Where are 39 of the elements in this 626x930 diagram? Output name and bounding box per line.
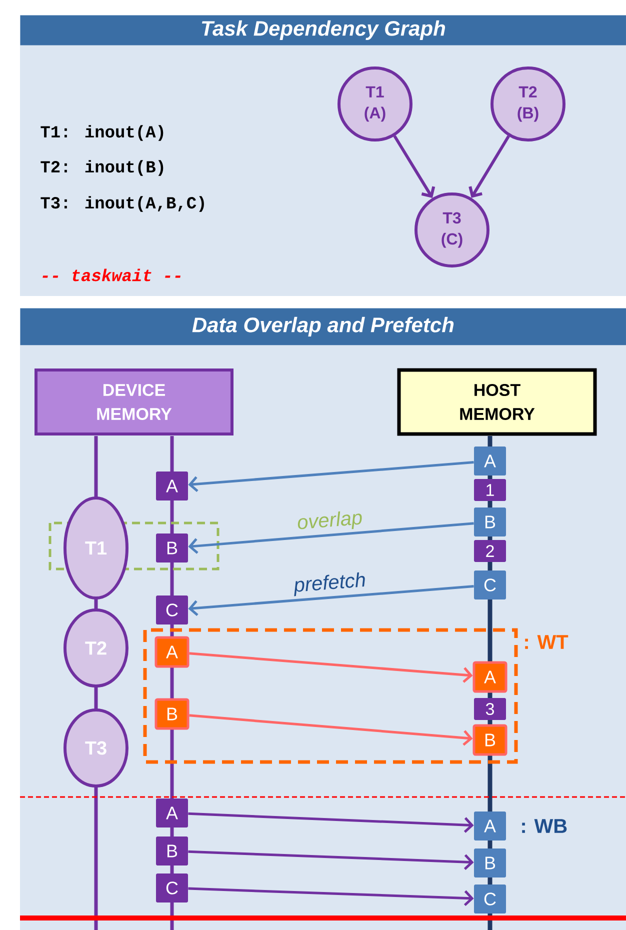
code-line: -- taskwait -- xyxy=(42,268,180,282)
data-block: B xyxy=(154,698,190,730)
edge-label: prefetch xyxy=(294,572,365,596)
data-block: B xyxy=(472,724,508,756)
data-block: A xyxy=(474,812,506,840)
step-number: 1 xyxy=(474,479,506,501)
code-line: T1: inout(A) xyxy=(40,125,164,141)
arrow xyxy=(189,714,473,746)
data-block: A xyxy=(472,661,508,693)
data-block: B xyxy=(474,848,506,878)
arrow xyxy=(393,135,436,198)
step-number: 3 xyxy=(474,698,506,720)
policy-label: : WB xyxy=(522,819,567,833)
data-block: A xyxy=(154,636,190,668)
arrow xyxy=(188,585,474,616)
arrow xyxy=(188,850,474,870)
data-block: A xyxy=(156,798,188,828)
data-block: A xyxy=(156,472,188,500)
arrow xyxy=(188,522,474,554)
arrow xyxy=(188,887,474,906)
arrow xyxy=(188,812,474,833)
arrow xyxy=(188,461,474,492)
code-line: T2: inout(B) xyxy=(40,160,164,176)
data-block: C xyxy=(474,884,506,914)
edge-label: overlap xyxy=(298,511,362,530)
data-block: C xyxy=(156,874,188,902)
data-block: C xyxy=(156,596,188,624)
arrow xyxy=(468,135,510,198)
code-line: T3: inout(A,B,C) xyxy=(40,196,204,212)
policy-label: : WT xyxy=(525,635,568,649)
data-block: C xyxy=(474,570,506,600)
host-memory-box: HOST MEMORY xyxy=(397,368,597,436)
data-block: B xyxy=(474,508,506,536)
step-number: 2 xyxy=(474,540,506,562)
arrow xyxy=(189,652,473,683)
data-block: B xyxy=(156,534,188,562)
device-memory-box: DEVICE MEMORY xyxy=(34,368,234,436)
data-block: B xyxy=(156,836,188,866)
data-block: A xyxy=(474,446,506,476)
